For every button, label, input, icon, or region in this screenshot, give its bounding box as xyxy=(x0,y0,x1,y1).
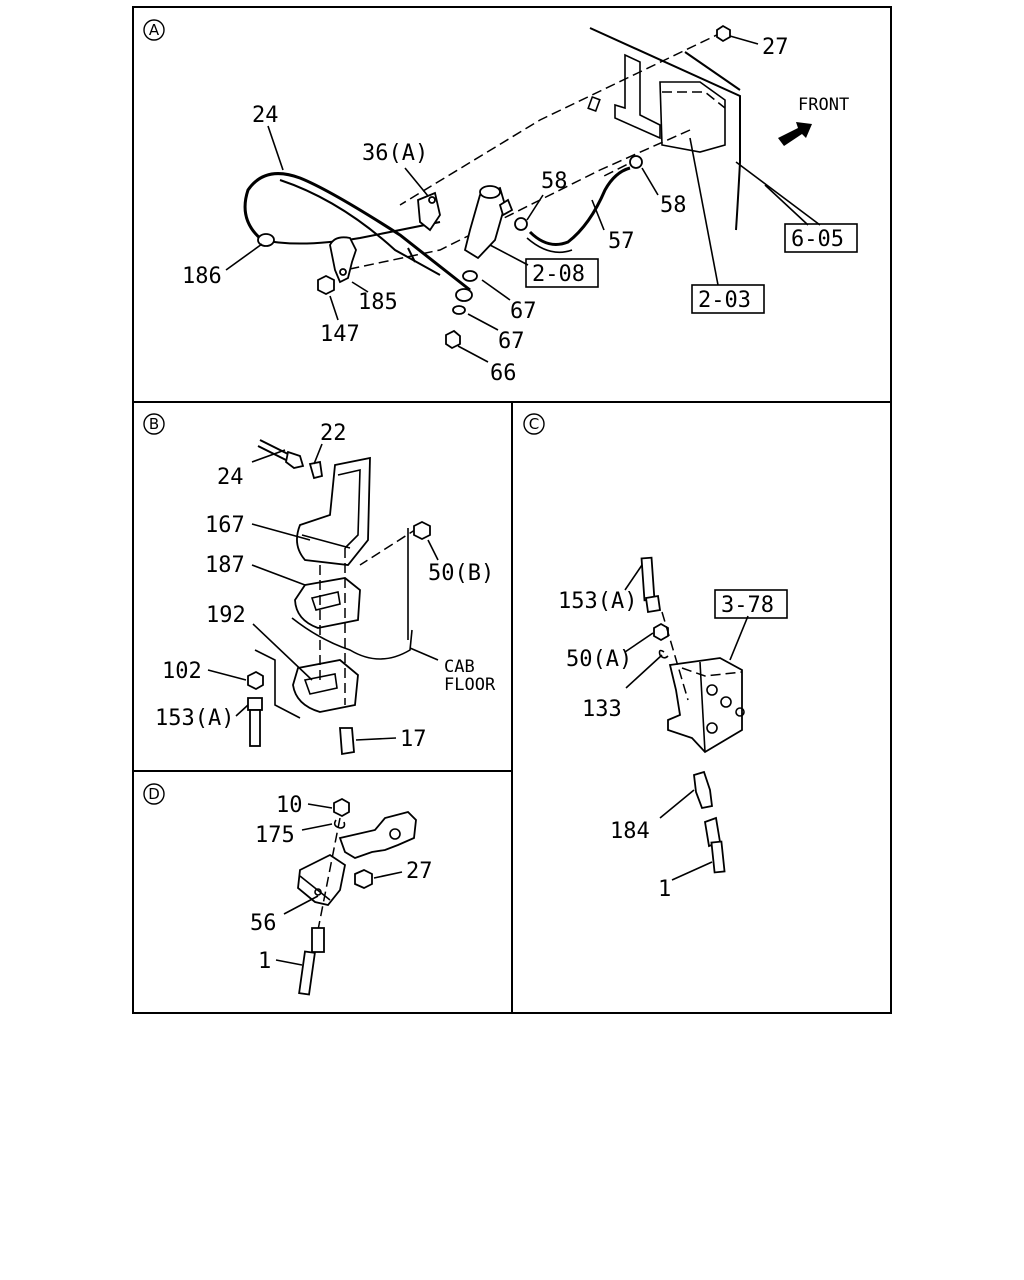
diagram-frames xyxy=(132,6,892,1014)
panel-d: D xyxy=(143,783,433,996)
panel-c-marker: C xyxy=(523,413,545,435)
nut-27-d xyxy=(354,869,373,889)
nut-10 xyxy=(333,797,350,818)
hose-end-1-d xyxy=(298,927,325,996)
panel-d-marker: D xyxy=(143,783,165,805)
label-22: 22 xyxy=(320,421,347,446)
label-1: 1 xyxy=(258,949,271,974)
label-153a: 153(A) xyxy=(558,589,637,614)
bracket-d xyxy=(338,810,417,859)
label-187: 187 xyxy=(205,553,245,578)
svg-text:6-05: 6-05 xyxy=(791,227,844,252)
svg-text:2-08: 2-08 xyxy=(532,262,585,287)
panel-c: C xyxy=(523,413,788,902)
clip-175 xyxy=(333,819,346,829)
ref-box-6-05: 6-05 xyxy=(784,223,858,253)
bolt-153a-c xyxy=(640,556,662,614)
nut-27-a xyxy=(716,24,731,43)
label-cab: CAB xyxy=(444,657,475,677)
label-floor: FLOOR xyxy=(444,675,496,695)
bolt-66 xyxy=(445,329,461,350)
fitting-22 xyxy=(308,460,324,480)
panel-b-leaders xyxy=(207,443,439,741)
panel-c-leaders xyxy=(624,564,749,881)
label-175: 175 xyxy=(255,823,295,848)
label-185: 185 xyxy=(358,290,398,315)
ref-box-3-78: 3-78 xyxy=(714,589,788,619)
nut-147 xyxy=(317,274,335,296)
label-66: 66 xyxy=(490,361,517,386)
svg-text:B: B xyxy=(149,415,159,433)
washer-67a xyxy=(462,270,478,282)
label-58-b: 58 xyxy=(660,193,687,218)
front-arrow-icon xyxy=(778,122,812,146)
label-167: 167 xyxy=(205,513,245,538)
label-56: 56 xyxy=(250,911,277,936)
bracket-185 xyxy=(329,236,357,284)
label-102: 102 xyxy=(162,659,202,684)
cable-end-24 xyxy=(257,439,305,469)
label-27: 27 xyxy=(406,859,433,884)
svg-text:A: A xyxy=(149,21,160,39)
label-192: 192 xyxy=(206,603,246,628)
svg-text:3-78: 3-78 xyxy=(721,593,774,618)
clip-186 xyxy=(257,233,275,247)
label-184: 184 xyxy=(610,819,650,844)
panel-a-marker: A xyxy=(143,19,165,41)
label-36a: 36(A) xyxy=(362,141,428,166)
bracket-167 xyxy=(296,456,371,566)
plate-192 xyxy=(292,659,359,713)
panel-b: B xyxy=(143,413,496,756)
cab-floor-outline xyxy=(291,527,439,661)
ref-box-2-03: 2-03 xyxy=(691,284,765,314)
label-24: 24 xyxy=(252,103,279,128)
label-133: 133 xyxy=(582,697,622,722)
label-67-a: 67 xyxy=(510,299,537,324)
panel-a: A xyxy=(143,19,858,386)
bolt-17 xyxy=(339,727,355,756)
bracket-56 xyxy=(297,853,347,907)
bolt-153a-b xyxy=(247,697,263,747)
label-17: 17 xyxy=(400,727,427,752)
panel-d-leaders xyxy=(275,803,403,966)
washer-67b xyxy=(452,288,473,315)
label-10: 10 xyxy=(276,793,303,818)
svg-text:C: C xyxy=(529,415,539,433)
nut-102 xyxy=(247,670,264,691)
hose-end-1-c xyxy=(703,816,726,874)
label-50b: 50(B) xyxy=(428,561,494,586)
clamp-58b xyxy=(629,155,643,169)
bracket-3-78 xyxy=(667,657,745,754)
panel-a-leaders xyxy=(225,35,809,363)
bracket-36a xyxy=(417,191,441,232)
label-front: FRONT xyxy=(798,95,849,115)
label-57: 57 xyxy=(608,229,635,254)
label-67-b: 67 xyxy=(498,329,525,354)
svg-text:2-03: 2-03 xyxy=(698,288,751,313)
label-186: 186 xyxy=(182,264,222,289)
label-58-a: 58 xyxy=(541,169,568,194)
nut-50b xyxy=(413,520,431,541)
label-147: 147 xyxy=(320,322,360,347)
fitting-184 xyxy=(693,770,713,810)
clip-133 xyxy=(658,649,669,659)
label-27: 27 xyxy=(762,35,789,60)
label-24: 24 xyxy=(217,465,244,490)
nut-50a xyxy=(653,622,669,642)
svg-text:D: D xyxy=(148,785,160,803)
plate-187 xyxy=(294,577,361,629)
panel-b-marker: B xyxy=(143,413,165,435)
hose-57 xyxy=(526,166,631,254)
clamp-58a xyxy=(514,217,528,231)
cable-24 xyxy=(243,172,471,292)
ref-box-2-08: 2-08 xyxy=(525,258,599,288)
label-50a: 50(A) xyxy=(566,647,632,672)
cab-panel xyxy=(587,27,821,231)
label-1: 1 xyxy=(658,877,671,902)
label-153a: 153(A) xyxy=(155,706,234,731)
cylinder-2-08 xyxy=(463,185,514,260)
